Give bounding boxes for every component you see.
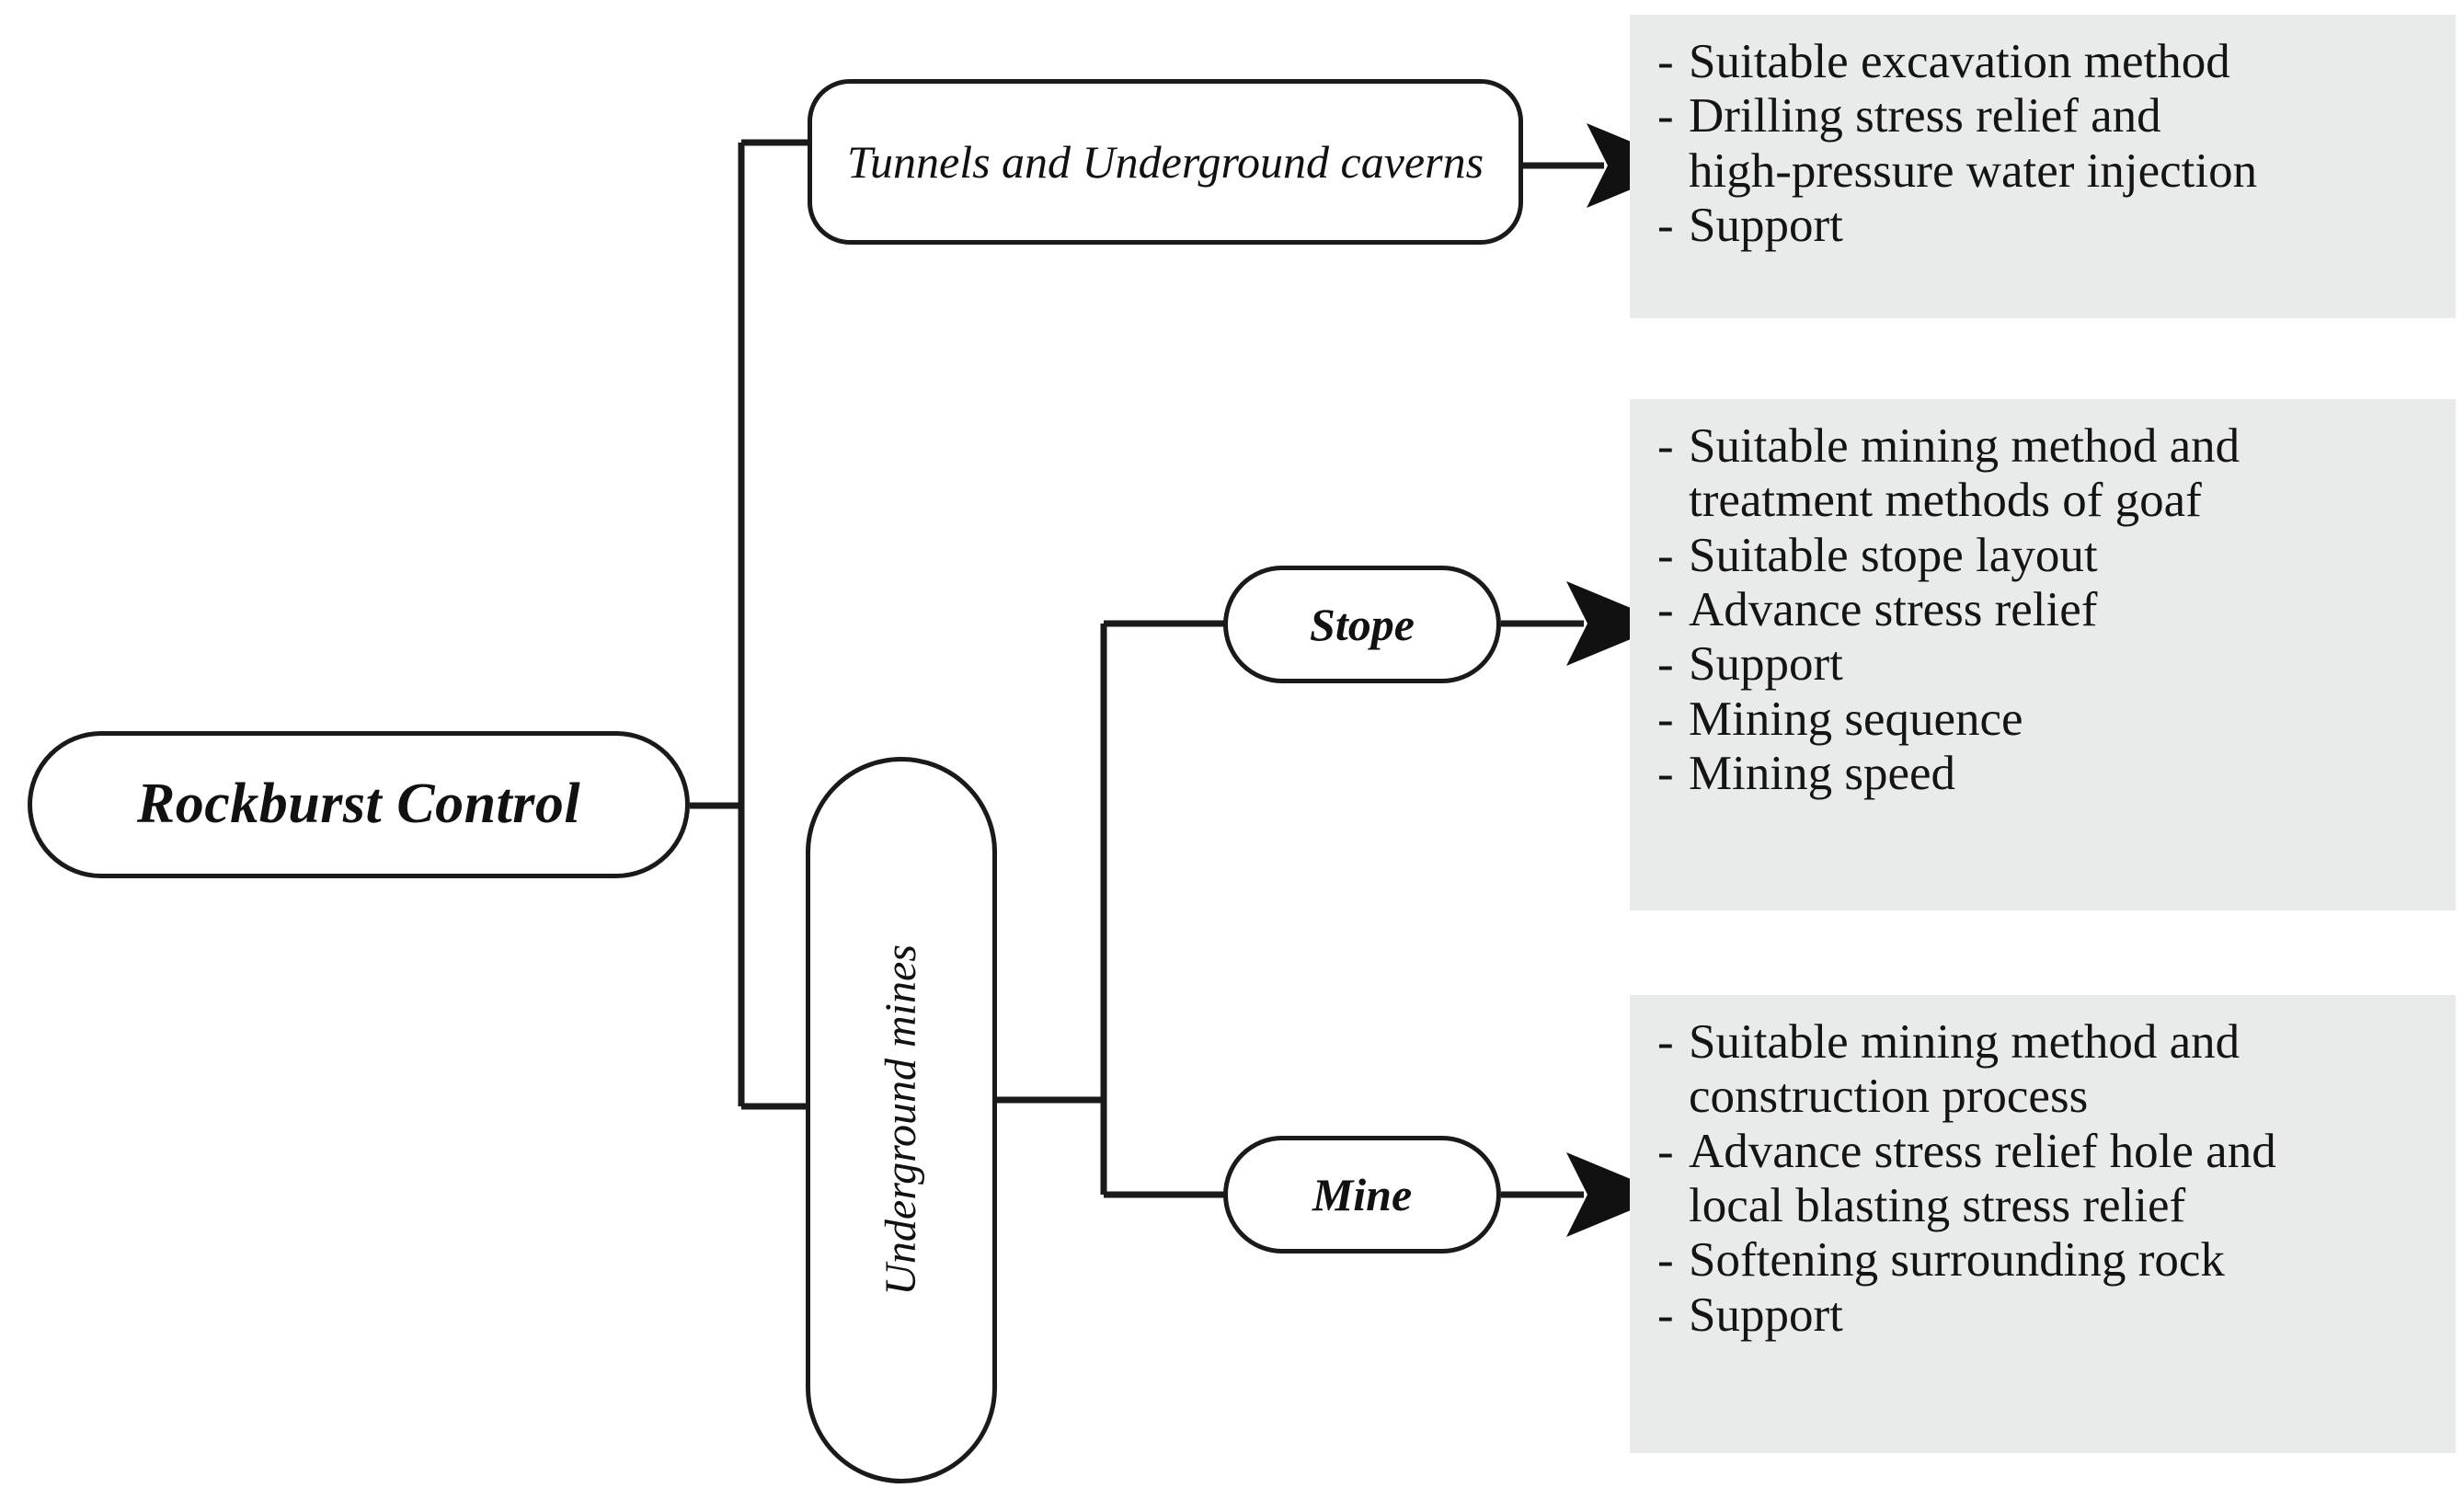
bullet-dash: -: [1657, 528, 1674, 582]
bullet-text: Softening surrounding rock: [1689, 1233, 2225, 1288]
bullet-text: Advance stress relief: [1689, 583, 2098, 637]
bullet-text: Suitable stope layout: [1689, 528, 2098, 582]
node-underground-mines[interactable]: Underground mines: [806, 757, 997, 1483]
panel-tunnels-measures: -Suitable excavation method -Drilling st…: [1630, 15, 2456, 318]
bullet-item: -Drilling stress relief and: [1657, 89, 2432, 143]
node-rockburst-control[interactable]: Rockburst Control: [28, 731, 690, 878]
bullet-item: -Suitable mining method and: [1657, 1015, 2432, 1070]
bullet-dash: -: [1657, 692, 1674, 746]
bullet-text: Suitable mining method and: [1689, 419, 2241, 473]
bullet-text: Support: [1689, 637, 1843, 692]
bullet-text: Drilling stress relief and: [1689, 89, 2161, 143]
bullet-item-continuation: high-pressure water injection: [1657, 144, 2432, 199]
node-underground-mines-label: Underground mines: [877, 944, 926, 1296]
bullet-dash: -: [1657, 1233, 1674, 1288]
bullet-dash: -: [1657, 89, 1674, 143]
bullet-item: -Suitable excavation method: [1657, 35, 2432, 89]
panel-stope-measures: -Suitable mining method and treatment me…: [1630, 399, 2456, 910]
bullet-item-continuation: local blasting stress relief: [1657, 1179, 2432, 1233]
arrow-head-stope-icon: [1566, 581, 1668, 666]
bullet-dash: -: [1657, 637, 1674, 692]
bullet-text: high-pressure water injection: [1689, 143, 2258, 198]
bullet-item: -Mining speed: [1657, 747, 2432, 801]
bullet-text: local blasting stress relief: [1689, 1179, 2186, 1233]
bullet-dash: -: [1657, 583, 1674, 637]
bullet-item-continuation: construction process: [1657, 1070, 2432, 1124]
node-mine-label: Mine: [1312, 1169, 1413, 1220]
bullet-dash: -: [1657, 1288, 1674, 1342]
bullet-item: -Support: [1657, 199, 2432, 253]
bullet-item: -Support: [1657, 637, 2432, 692]
bullet-dash: -: [1657, 419, 1674, 473]
arrow-head-mine-icon: [1566, 1152, 1668, 1237]
bullet-text: construction process: [1689, 1070, 2089, 1124]
bullet-text: Support: [1689, 199, 1843, 253]
bullet-dash: -: [1657, 35, 1674, 88]
panel-mine-measures: -Suitable mining method and construction…: [1630, 995, 2456, 1453]
bullet-text: Mining speed: [1689, 747, 1955, 801]
bullet-item: -Mining sequence: [1657, 693, 2432, 747]
bullet-item: -Suitable mining method and: [1657, 419, 2432, 474]
bullet-item: -Support: [1657, 1288, 2432, 1343]
bullet-text: Advance stress relief hole and: [1689, 1124, 2276, 1178]
bullet-item-continuation: treatment methods of goaf: [1657, 474, 2432, 528]
bullet-item: -Softening surrounding rock: [1657, 1233, 2432, 1288]
bullet-text: treatment methods of goaf: [1689, 474, 2202, 528]
node-tunnels-and-underground-caverns-label: Tunnels and Underground caverns: [846, 136, 1484, 188]
bullet-text: Support: [1689, 1288, 1843, 1342]
bullet-item: -Advance stress relief: [1657, 583, 2432, 637]
bullet-item: -Suitable stope layout: [1657, 529, 2432, 583]
bullet-dash: -: [1657, 1015, 1674, 1069]
bullet-dash: -: [1657, 1124, 1674, 1178]
node-rockburst-control-label: Rockburst Control: [136, 773, 581, 836]
bullet-dash: -: [1657, 199, 1674, 253]
node-stope[interactable]: Stope: [1223, 566, 1501, 683]
node-mine[interactable]: Mine: [1223, 1136, 1501, 1253]
bullet-text: Suitable excavation method: [1689, 35, 2230, 88]
bullet-text: Mining sequence: [1689, 692, 2023, 746]
node-stope-label: Stope: [1310, 599, 1415, 650]
bullet-text: Suitable mining method and: [1689, 1015, 2241, 1069]
node-tunnels-and-underground-caverns[interactable]: Tunnels and Underground caverns: [808, 79, 1523, 245]
bullet-item: -Advance stress relief hole and: [1657, 1125, 2432, 1179]
bullet-dash: -: [1657, 747, 1674, 801]
